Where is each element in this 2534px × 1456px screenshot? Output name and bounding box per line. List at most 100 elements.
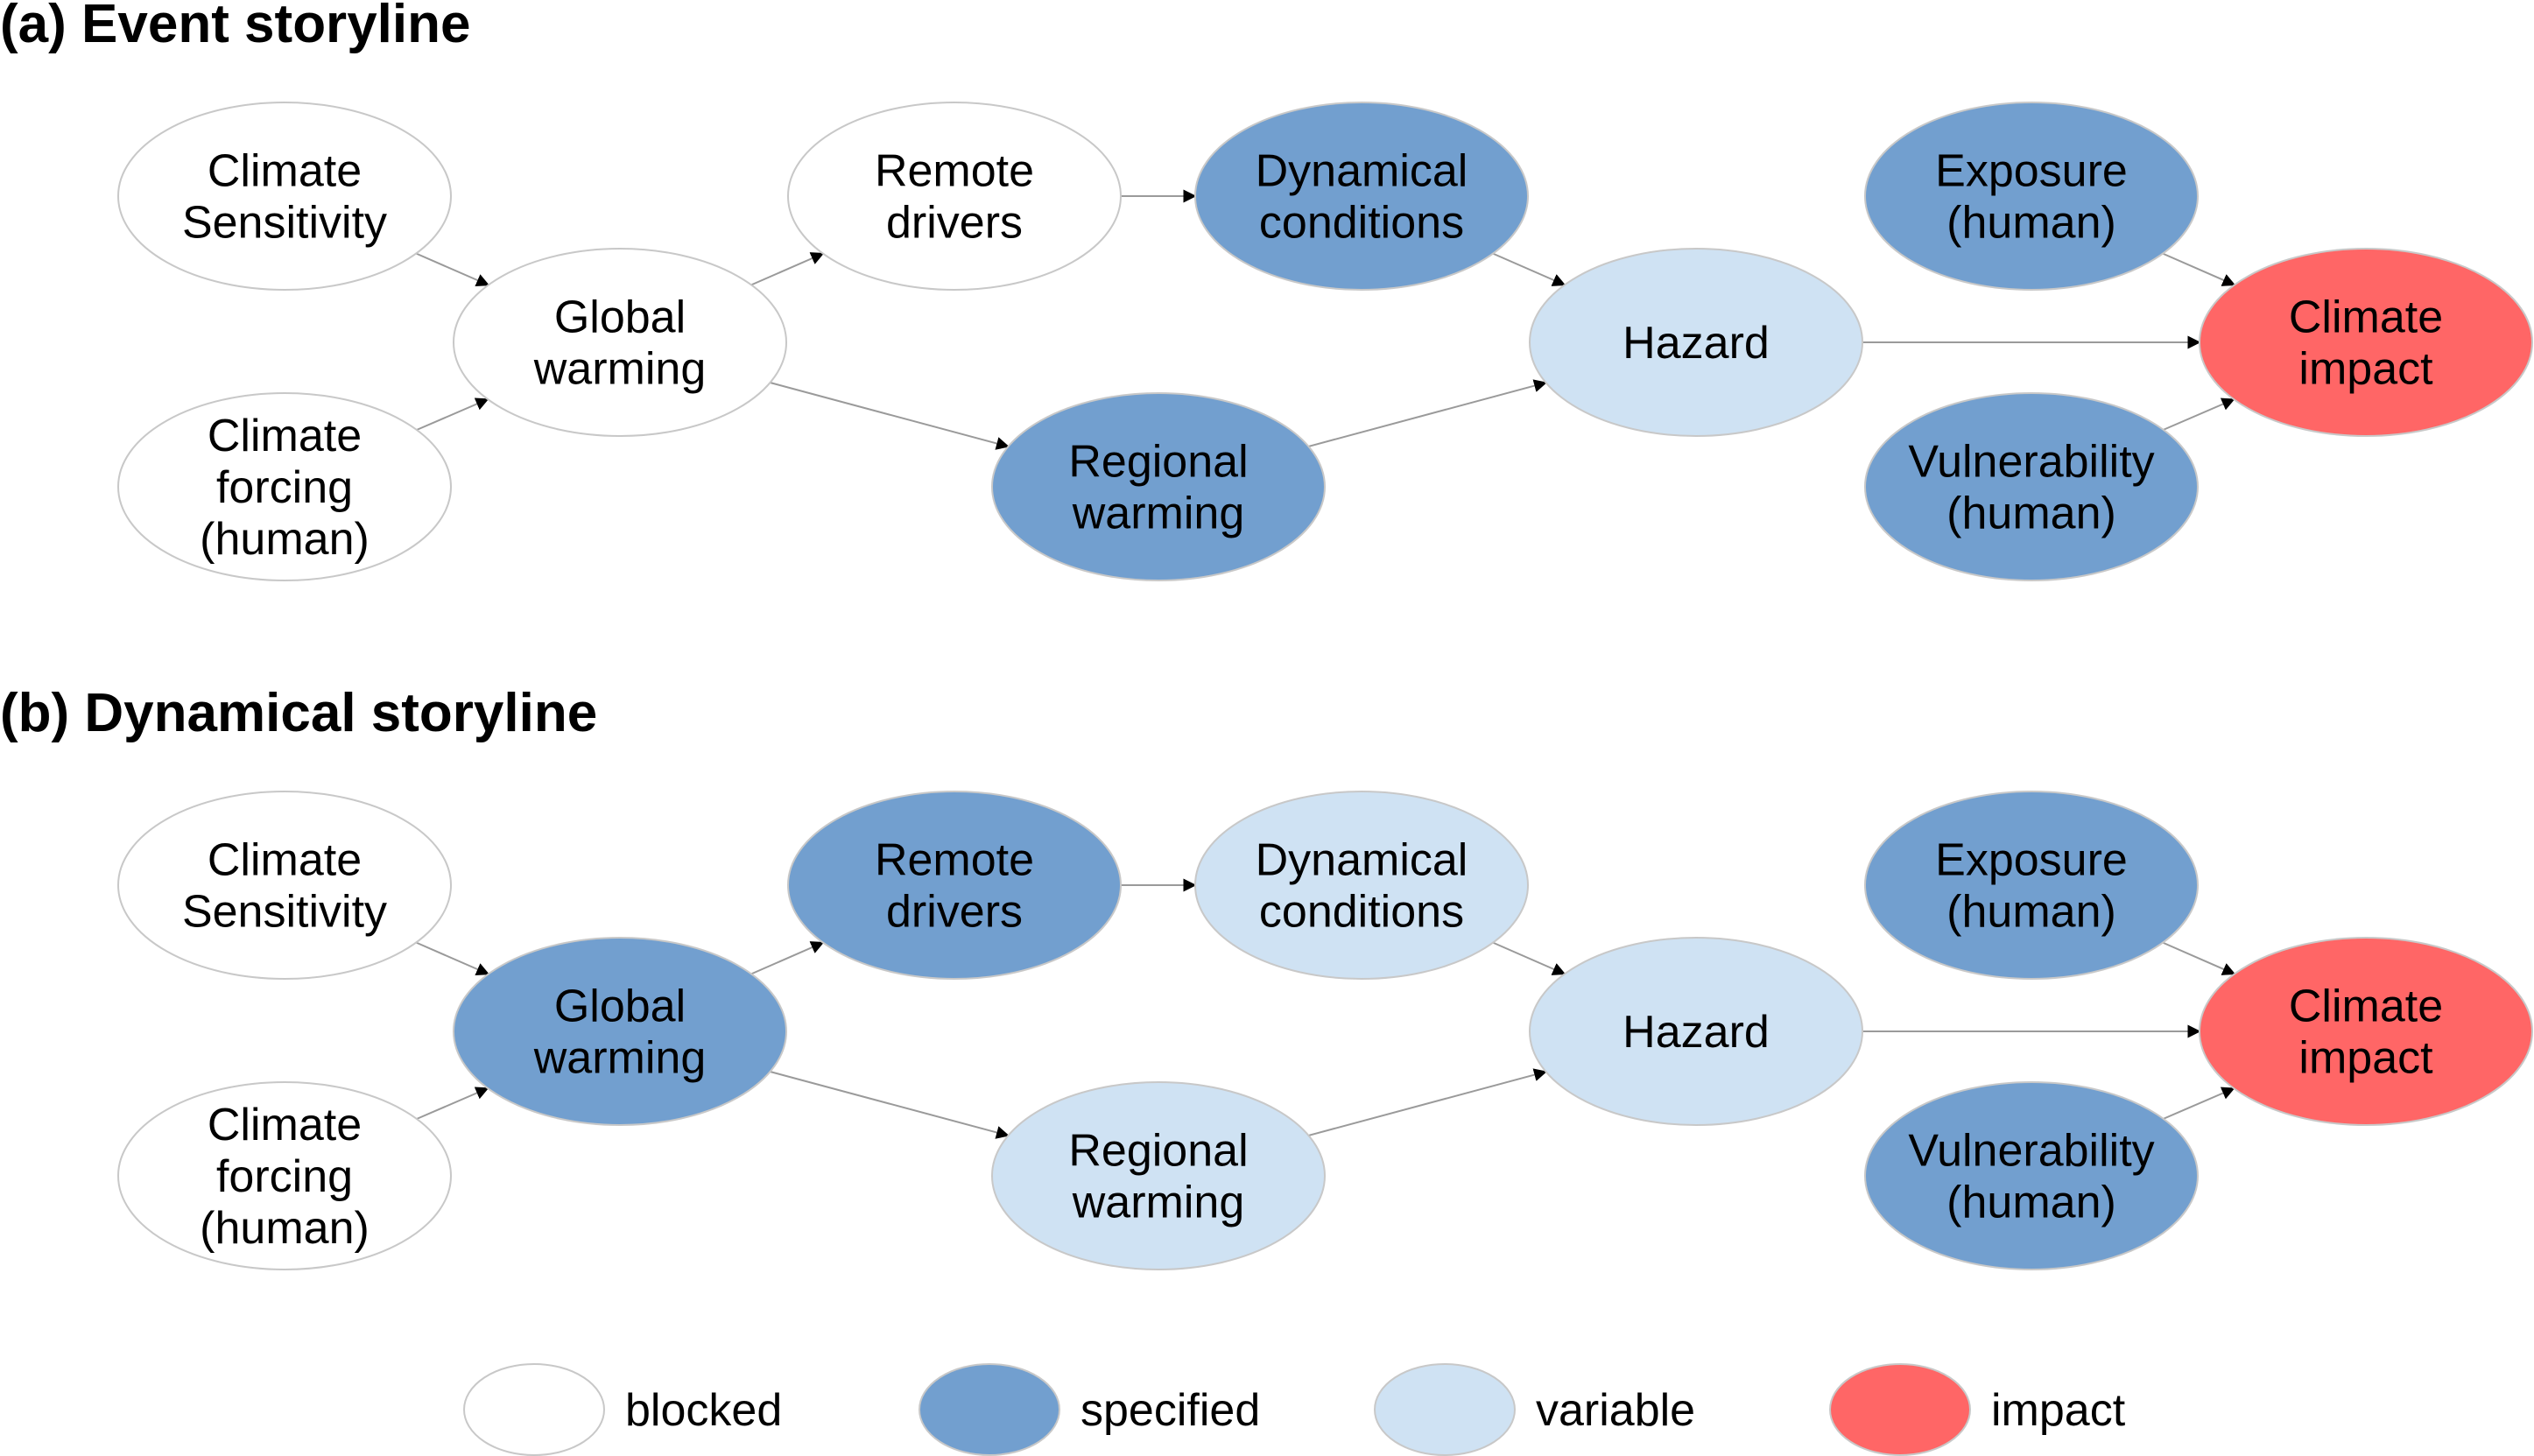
legend-item-variable: variable: [1374, 1363, 1695, 1456]
node-dynamical-conditions-ellipse: [1194, 791, 1529, 980]
node-dynamical-conditions-label: Dynamical: [1256, 835, 1468, 886]
node-climate-impact-label: Climate: [2289, 981, 2443, 1032]
node-climate-sensitivity-ellipse: [117, 102, 452, 291]
arrow-climate-forcing-to-global-warming: [416, 397, 489, 431]
arrow-vulnerability-to-climate-impact: [2163, 1087, 2235, 1120]
edges-event-storyline: [415, 189, 2236, 450]
legend-swatch-variable: [1374, 1363, 1516, 1456]
nodes-event-storyline: ClimateSensitivityClimateforcing(human)G…: [117, 102, 2533, 581]
node-regional-warming-label: warming: [1072, 489, 1245, 539]
node-exposure-label: (human): [1946, 887, 2116, 938]
legend-label-impact: impact: [1991, 1385, 2126, 1436]
arrow-global-warming-to-remote-drivers: [750, 941, 825, 975]
node-global-warming-label: warming: [533, 344, 707, 395]
node-hazard: Hazard: [1529, 248, 1863, 437]
node-climate-impact-label: impact: [2298, 344, 2433, 395]
legend-swatch-specified: [919, 1363, 1060, 1456]
arrow-global-warming-to-regional-warming: [770, 382, 1010, 450]
arrow-regional-warming-to-hazard: [1308, 379, 1547, 447]
node-exposure-label: Exposure: [1935, 835, 2128, 886]
node-regional-warming-label: Regional: [1068, 437, 1248, 488]
node-climate-forcing-label: (human): [200, 1203, 370, 1254]
node-exposure: Exposure(human): [1864, 791, 2199, 980]
legend-label-variable: variable: [1536, 1385, 1695, 1436]
legend-label-specified: specified: [1080, 1385, 1260, 1436]
node-dynamical-conditions-label: conditions: [1259, 198, 1464, 249]
node-exposure-ellipse: [1864, 102, 2199, 291]
node-climate-sensitivity-label: Sensitivity: [182, 198, 387, 249]
node-climate-impact-label: Climate: [2289, 292, 2443, 343]
node-global-warming-label: Global: [554, 981, 686, 1032]
legend-swatch-impact: [1829, 1363, 1971, 1456]
panel-title-event-storyline: (a) Event storyline: [0, 0, 470, 54]
nodes-dynamical-storyline: ClimateSensitivityClimateforcing(human)G…: [117, 791, 2533, 1270]
legend-item-specified: specified: [919, 1363, 1260, 1456]
node-remote-drivers-label: drivers: [886, 198, 1023, 249]
legend-item-impact: impact: [1829, 1363, 2126, 1456]
node-hazard-ellipse: [1529, 248, 1863, 437]
node-climate-forcing-label: (human): [200, 514, 370, 565]
node-vulnerability-label: Vulnerability: [1908, 1126, 2154, 1177]
node-remote-drivers-label: drivers: [886, 887, 1023, 938]
node-climate-impact-ellipse: [2199, 248, 2533, 437]
node-climate-impact-ellipse: [2199, 937, 2533, 1126]
arrow-vulnerability-to-climate-impact: [2163, 397, 2235, 431]
arrow-dynamical-conditions-to-hazard: [1492, 941, 1566, 975]
arrow-climate-sensitivity-to-global-warming: [415, 941, 490, 975]
edges-dynamical-storyline: [415, 878, 2236, 1139]
arrow-dynamical-conditions-to-hazard: [1492, 252, 1566, 286]
node-vulnerability: Vulnerability(human): [1864, 1081, 2199, 1270]
node-regional-warming-ellipse: [991, 1081, 1326, 1270]
node-exposure-ellipse: [1864, 791, 2199, 980]
node-exposure: Exposure(human): [1864, 102, 2199, 291]
node-climate-forcing-label: forcing: [216, 462, 353, 513]
arrow-climate-forcing-to-global-warming: [416, 1087, 489, 1120]
node-global-warming-ellipse: [453, 937, 787, 1126]
legend-item-blocked: blocked: [463, 1363, 782, 1456]
node-vulnerability-label: (human): [1946, 489, 2116, 539]
node-dynamical-conditions-ellipse: [1194, 102, 1529, 291]
arrow-exposure-to-climate-impact: [2162, 941, 2236, 975]
node-exposure-label: (human): [1946, 198, 2116, 249]
node-remote-drivers-label: Remote: [875, 146, 1034, 197]
legend-label-blocked: blocked: [625, 1385, 782, 1436]
node-regional-warming-label: Regional: [1068, 1126, 1248, 1177]
node-climate-forcing-label: Climate: [208, 411, 362, 461]
node-global-warming-ellipse: [453, 248, 787, 437]
node-climate-forcing-ellipse: [117, 1081, 452, 1270]
node-hazard: Hazard: [1529, 937, 1863, 1126]
node-climate-forcing-label: forcing: [216, 1151, 353, 1202]
node-dynamical-conditions-label: conditions: [1259, 887, 1464, 938]
node-global-warming-label: warming: [533, 1033, 707, 1084]
arrow-climate-sensitivity-to-global-warming: [415, 252, 490, 286]
node-exposure-label: Exposure: [1935, 146, 2128, 197]
node-vulnerability-ellipse: [1864, 1081, 2199, 1270]
node-climate-forcing-label: Climate: [208, 1100, 362, 1150]
node-global-warming-label: Global: [554, 292, 686, 343]
node-vulnerability-label: Vulnerability: [1908, 437, 2154, 488]
node-vulnerability-label: (human): [1946, 1178, 2116, 1228]
node-regional-warming-label: warming: [1072, 1178, 1245, 1228]
node-hazard-label: Hazard: [1622, 1007, 1770, 1058]
legend-swatch-blocked: [463, 1363, 605, 1456]
node-hazard-label: Hazard: [1622, 318, 1770, 369]
panel-event-storyline: (a) Event storyline ClimateSensitivityCl…: [0, 0, 2533, 581]
node-remote-drivers-ellipse: [787, 791, 1122, 980]
arrow-regional-warming-to-hazard: [1308, 1068, 1547, 1136]
legend: blocked specified variable impact: [463, 1363, 2126, 1456]
panel-title-dynamical-storyline: (b) Dynamical storyline: [0, 683, 597, 743]
